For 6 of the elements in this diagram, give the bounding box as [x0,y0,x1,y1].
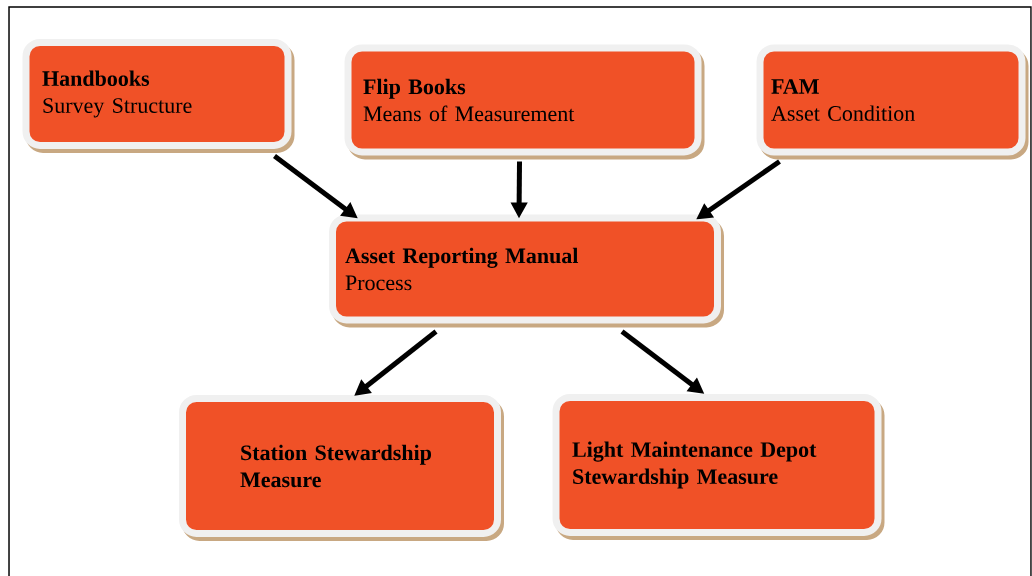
process-box: Handbooks Survey Structure [22,39,295,153]
process-box: FAM Asset Condition [756,44,1029,160]
process-box: Station Stewardship Measure [179,395,504,541]
process-box: Asset Reporting Manual Process [329,214,724,328]
process-box: Light Maintenance Depot Stewardship Measure [552,394,885,540]
process-box: Flip Books Means of Measurement [344,44,705,160]
